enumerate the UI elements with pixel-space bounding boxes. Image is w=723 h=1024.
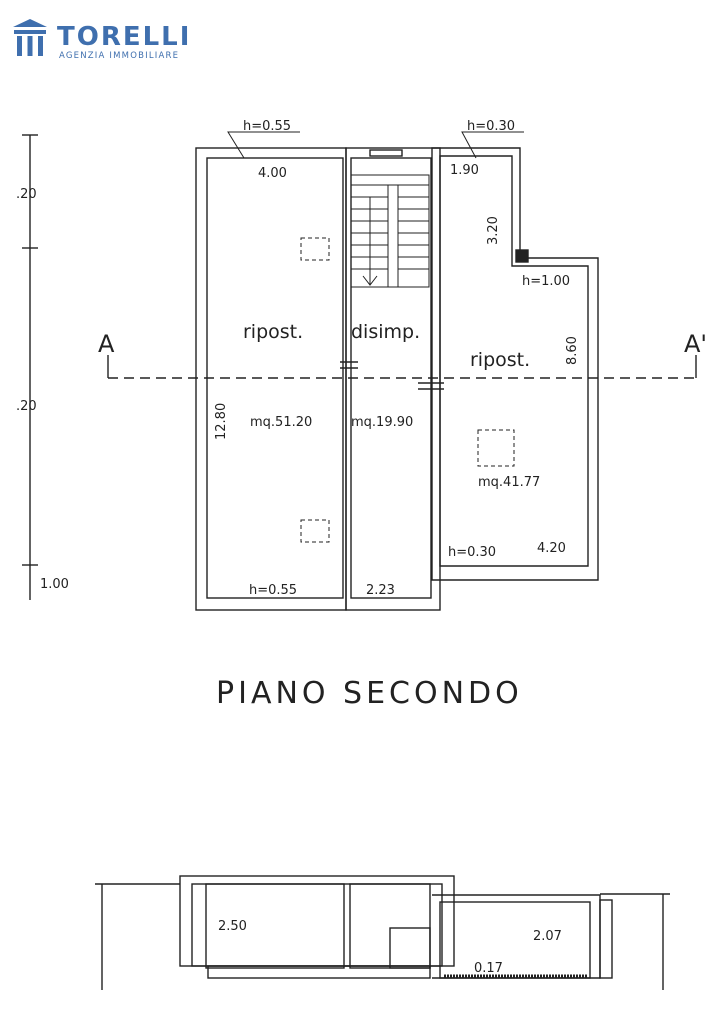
section-left-height: 2.50: [218, 919, 247, 934]
dim-left-width: 4.00: [258, 166, 287, 181]
room-label-left: ripost.: [243, 321, 303, 343]
left-room-outer-wall: [195, 147, 347, 611]
height-left-bottom: h=0.55: [249, 583, 297, 598]
room-label-middle: disimp.: [351, 321, 420, 343]
dim-margin-mid: .20: [16, 399, 37, 414]
torelli-logo: TORELLI AGENZIA IMMOBILIARE: [12, 18, 212, 62]
section-floor-step: 0.17: [474, 961, 503, 976]
dim-middle-width: 2.23: [366, 583, 395, 598]
building-logo-icon: [13, 19, 47, 56]
plan-title: PIANO SECONDO: [216, 676, 523, 711]
dim-left-height: 12.80: [214, 403, 229, 440]
dim-right-side: 3.20: [486, 216, 501, 245]
dim-margin-top: .20: [16, 187, 37, 202]
staircase: [350, 174, 430, 288]
height-right-bottom: h=0.30: [448, 545, 496, 560]
height-left-top: h=0.55: [243, 119, 291, 134]
height-right-mid: h=1.00: [522, 274, 570, 289]
brand-name: TORELLI: [57, 22, 192, 52]
section-marker-left: A: [98, 330, 115, 358]
area-middle-room: mq.19.90: [351, 415, 413, 430]
cross-section: [95, 875, 670, 990]
dim-right-width: 4.20: [537, 541, 566, 556]
right-room-inner-wall: [439, 155, 589, 567]
skylight-icon: [300, 237, 330, 261]
skylight-icon: [477, 429, 515, 467]
height-right-top: h=0.30: [467, 119, 515, 134]
right-room-outer-wall: [431, 147, 599, 581]
section-marker-right: A': [684, 330, 707, 358]
section-right-height: 2.07: [533, 929, 562, 944]
area-right-room: mq.41.77: [478, 475, 540, 490]
dim-margin-bottom: 1.00: [40, 577, 69, 592]
dim-right-top: 1.90: [450, 163, 479, 178]
area-left-room: mq.51.20: [250, 415, 312, 430]
skylight-icon: [300, 519, 330, 543]
dim-right-height: 8.60: [565, 336, 580, 365]
middle-room-outer-wall: [345, 147, 441, 611]
room-label-right: ripost.: [470, 349, 530, 371]
brand-tagline: AGENZIA IMMOBILIARE: [59, 51, 180, 61]
